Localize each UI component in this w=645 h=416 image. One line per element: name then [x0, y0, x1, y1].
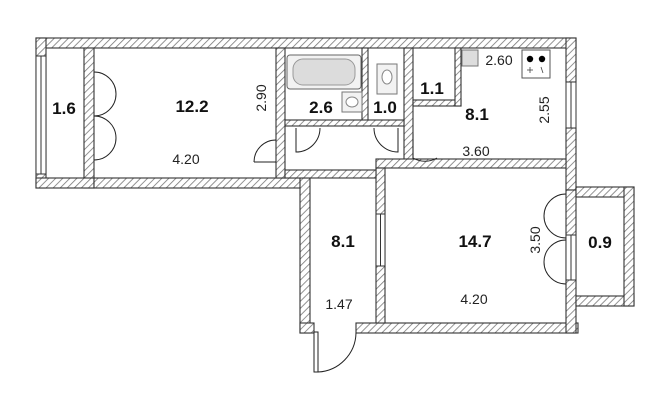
wall-right-upper — [565, 37, 577, 83]
wall-wet-bottom — [284, 119, 405, 127]
dim-room-left-depth: 2.90 — [253, 84, 269, 111]
wall-bottom-right — [355, 322, 579, 334]
wall-right-mid — [565, 127, 577, 191]
toilet — [376, 63, 398, 95]
dim-room-right-depth: 3.50 — [527, 226, 543, 253]
door-kitchen — [412, 134, 438, 162]
area-toilet: 1.0 — [373, 98, 397, 117]
burner — [538, 55, 546, 63]
wall-pantry-right — [454, 47, 462, 107]
dim-room-right-width: 4.20 — [460, 291, 487, 307]
doors — [93, 71, 567, 373]
wall-top — [35, 37, 577, 49]
wall-bottom-hall-left — [299, 322, 315, 334]
balcony-right — [575, 186, 635, 307]
dim-room-left-width: 4.20 — [172, 151, 199, 167]
dim-hallway-width: 1.47 — [325, 296, 352, 312]
area-pantry: 1.1 — [420, 79, 444, 98]
wall-room-bath — [275, 47, 286, 179]
area-room-right: 14.7 — [458, 232, 491, 251]
windows — [35, 55, 577, 281]
stove — [521, 49, 551, 79]
door-entrance — [313, 331, 357, 373]
wall-left-room — [83, 47, 95, 189]
door-balcony-left — [93, 71, 117, 161]
wall-bath-toilet — [361, 47, 369, 123]
area-bathroom: 2.6 — [309, 98, 333, 117]
burner — [526, 55, 534, 63]
area-balcony-left: 1.6 — [52, 99, 76, 118]
dim-kitchen-width: 3.60 — [462, 143, 489, 159]
door-balcony-right — [543, 193, 567, 285]
wall-bottom-left — [93, 177, 309, 189]
door-bathroom — [295, 127, 321, 153]
area-room-left: 12.2 — [175, 97, 208, 116]
area-hallway: 8.1 — [331, 232, 355, 251]
wall-toilet-pantry — [403, 47, 414, 169]
door-room-left — [253, 139, 277, 163]
washbasin — [341, 91, 363, 113]
bathtub — [286, 54, 362, 90]
door-toilet — [373, 127, 399, 153]
fixtures — [286, 49, 551, 113]
kitchen-sink — [461, 49, 479, 67]
dim-kitchen-top: 2.60 — [485, 52, 512, 68]
balcony-right-wall-side — [623, 186, 635, 307]
wall-pantry-bottom — [412, 99, 462, 107]
labels: 1.6 12.2 4.20 2.90 2.6 1.0 1.1 2.60 8.1 … — [52, 52, 612, 312]
area-balcony-right: 0.9 — [588, 233, 612, 252]
dim-kitchen-depth: 2.55 — [536, 96, 552, 123]
wall-bottom-balcony — [35, 177, 95, 189]
area-kitchen: 8.1 — [465, 105, 489, 124]
wall-hall-left — [299, 177, 311, 334]
wall-kitchen-bottom — [375, 158, 567, 169]
wall-hall-top — [284, 169, 377, 179]
door-room-right — [375, 213, 386, 267]
